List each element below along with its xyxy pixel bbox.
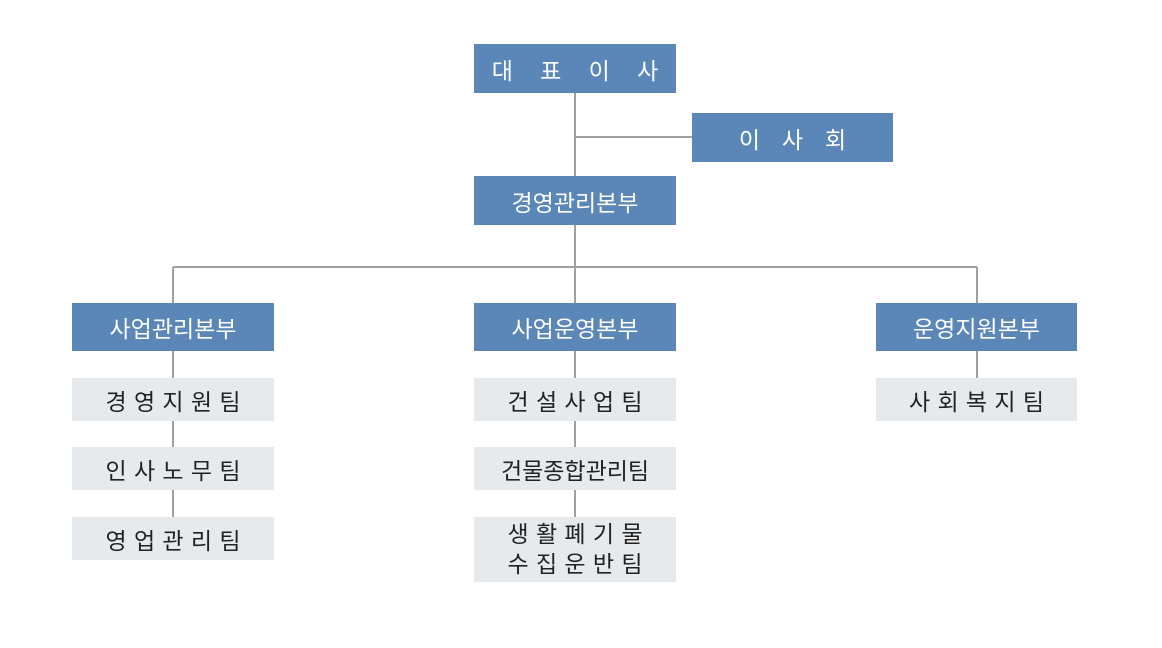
team-box: 건물종합관리팀 — [474, 447, 676, 490]
team-box: 영 업 관 리 팀 — [72, 517, 274, 560]
division-box-business-operation: 사업운영본부 — [474, 303, 676, 351]
team-box: 건 설 사 업 팀 — [474, 378, 676, 421]
team-box: 경 영 지 원 팀 — [72, 378, 274, 421]
team-box: 생 활 폐 기 물 수 집 운 반 팀 — [474, 517, 676, 582]
board-box: 이 사 회 — [692, 113, 893, 162]
hq-box: 경영관리본부 — [474, 176, 676, 225]
team-box: 사 회 복 지 팀 — [876, 378, 1077, 421]
division-box-business-management: 사업관리본부 — [72, 303, 274, 351]
ceo-box: 대 표 이 사 — [474, 44, 676, 93]
team-box: 인 사 노 무 팀 — [72, 447, 274, 490]
division-box-operation-support: 운영지원본부 — [876, 303, 1077, 351]
